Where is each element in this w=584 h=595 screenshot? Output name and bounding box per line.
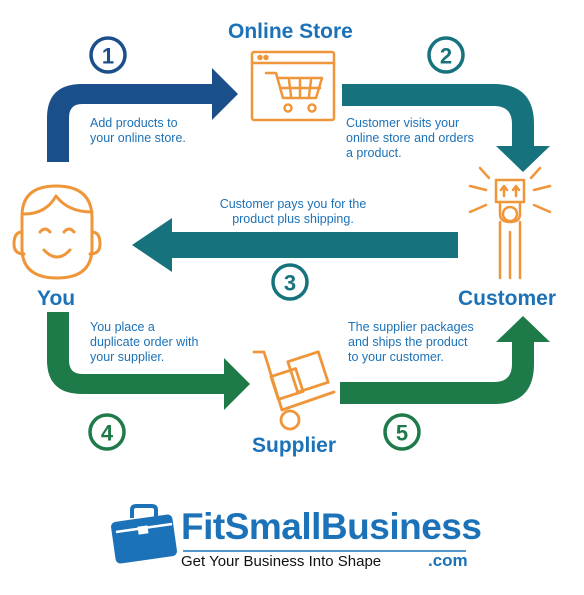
step-number-1: 1 (102, 44, 114, 69)
step-number-2: 2 (440, 44, 452, 69)
step-4-text: You place a duplicate order with your su… (90, 320, 199, 364)
node-online-store: Online Store (228, 20, 353, 43)
step-badge-5: 5 (383, 413, 421, 451)
node-supplier: Supplier (252, 434, 337, 457)
brand-name: FitSmallBusiness (181, 506, 482, 547)
step-number-3: 3 (284, 271, 296, 296)
brand-tagline: Get Your Business Into Shape (181, 553, 382, 570)
node-you: You (37, 287, 76, 310)
node-customer: Customer (458, 287, 557, 310)
arrow-4 (47, 312, 250, 410)
step-badge-3: 3 (271, 263, 309, 301)
step-1-text: Add products to your online store. (90, 116, 186, 145)
step-2-text: Customer visits your online store and or… (346, 116, 474, 160)
step-badge-2: 2 (427, 36, 465, 74)
step-number-4: 4 (101, 421, 114, 446)
step-badge-1: 1 (89, 36, 127, 74)
arrow-5 (340, 316, 550, 404)
face-icon (12, 184, 102, 280)
step-3-text: Customer pays you for the product plus s… (219, 197, 367, 226)
step-number-5: 5 (396, 421, 408, 446)
step-badge-4: 4 (88, 413, 126, 451)
brand-suffix: .com (428, 551, 468, 570)
arrow-3 (132, 218, 458, 272)
hand-truck-icon (252, 350, 336, 431)
arrow-2 (342, 84, 550, 172)
arrow-1 (47, 68, 238, 162)
briefcase-logo-icon (111, 504, 177, 564)
step-5-text: The supplier packages and ships the prod… (348, 320, 474, 364)
shopping-cart-icon (250, 50, 336, 122)
customer-package-icon (468, 166, 552, 280)
